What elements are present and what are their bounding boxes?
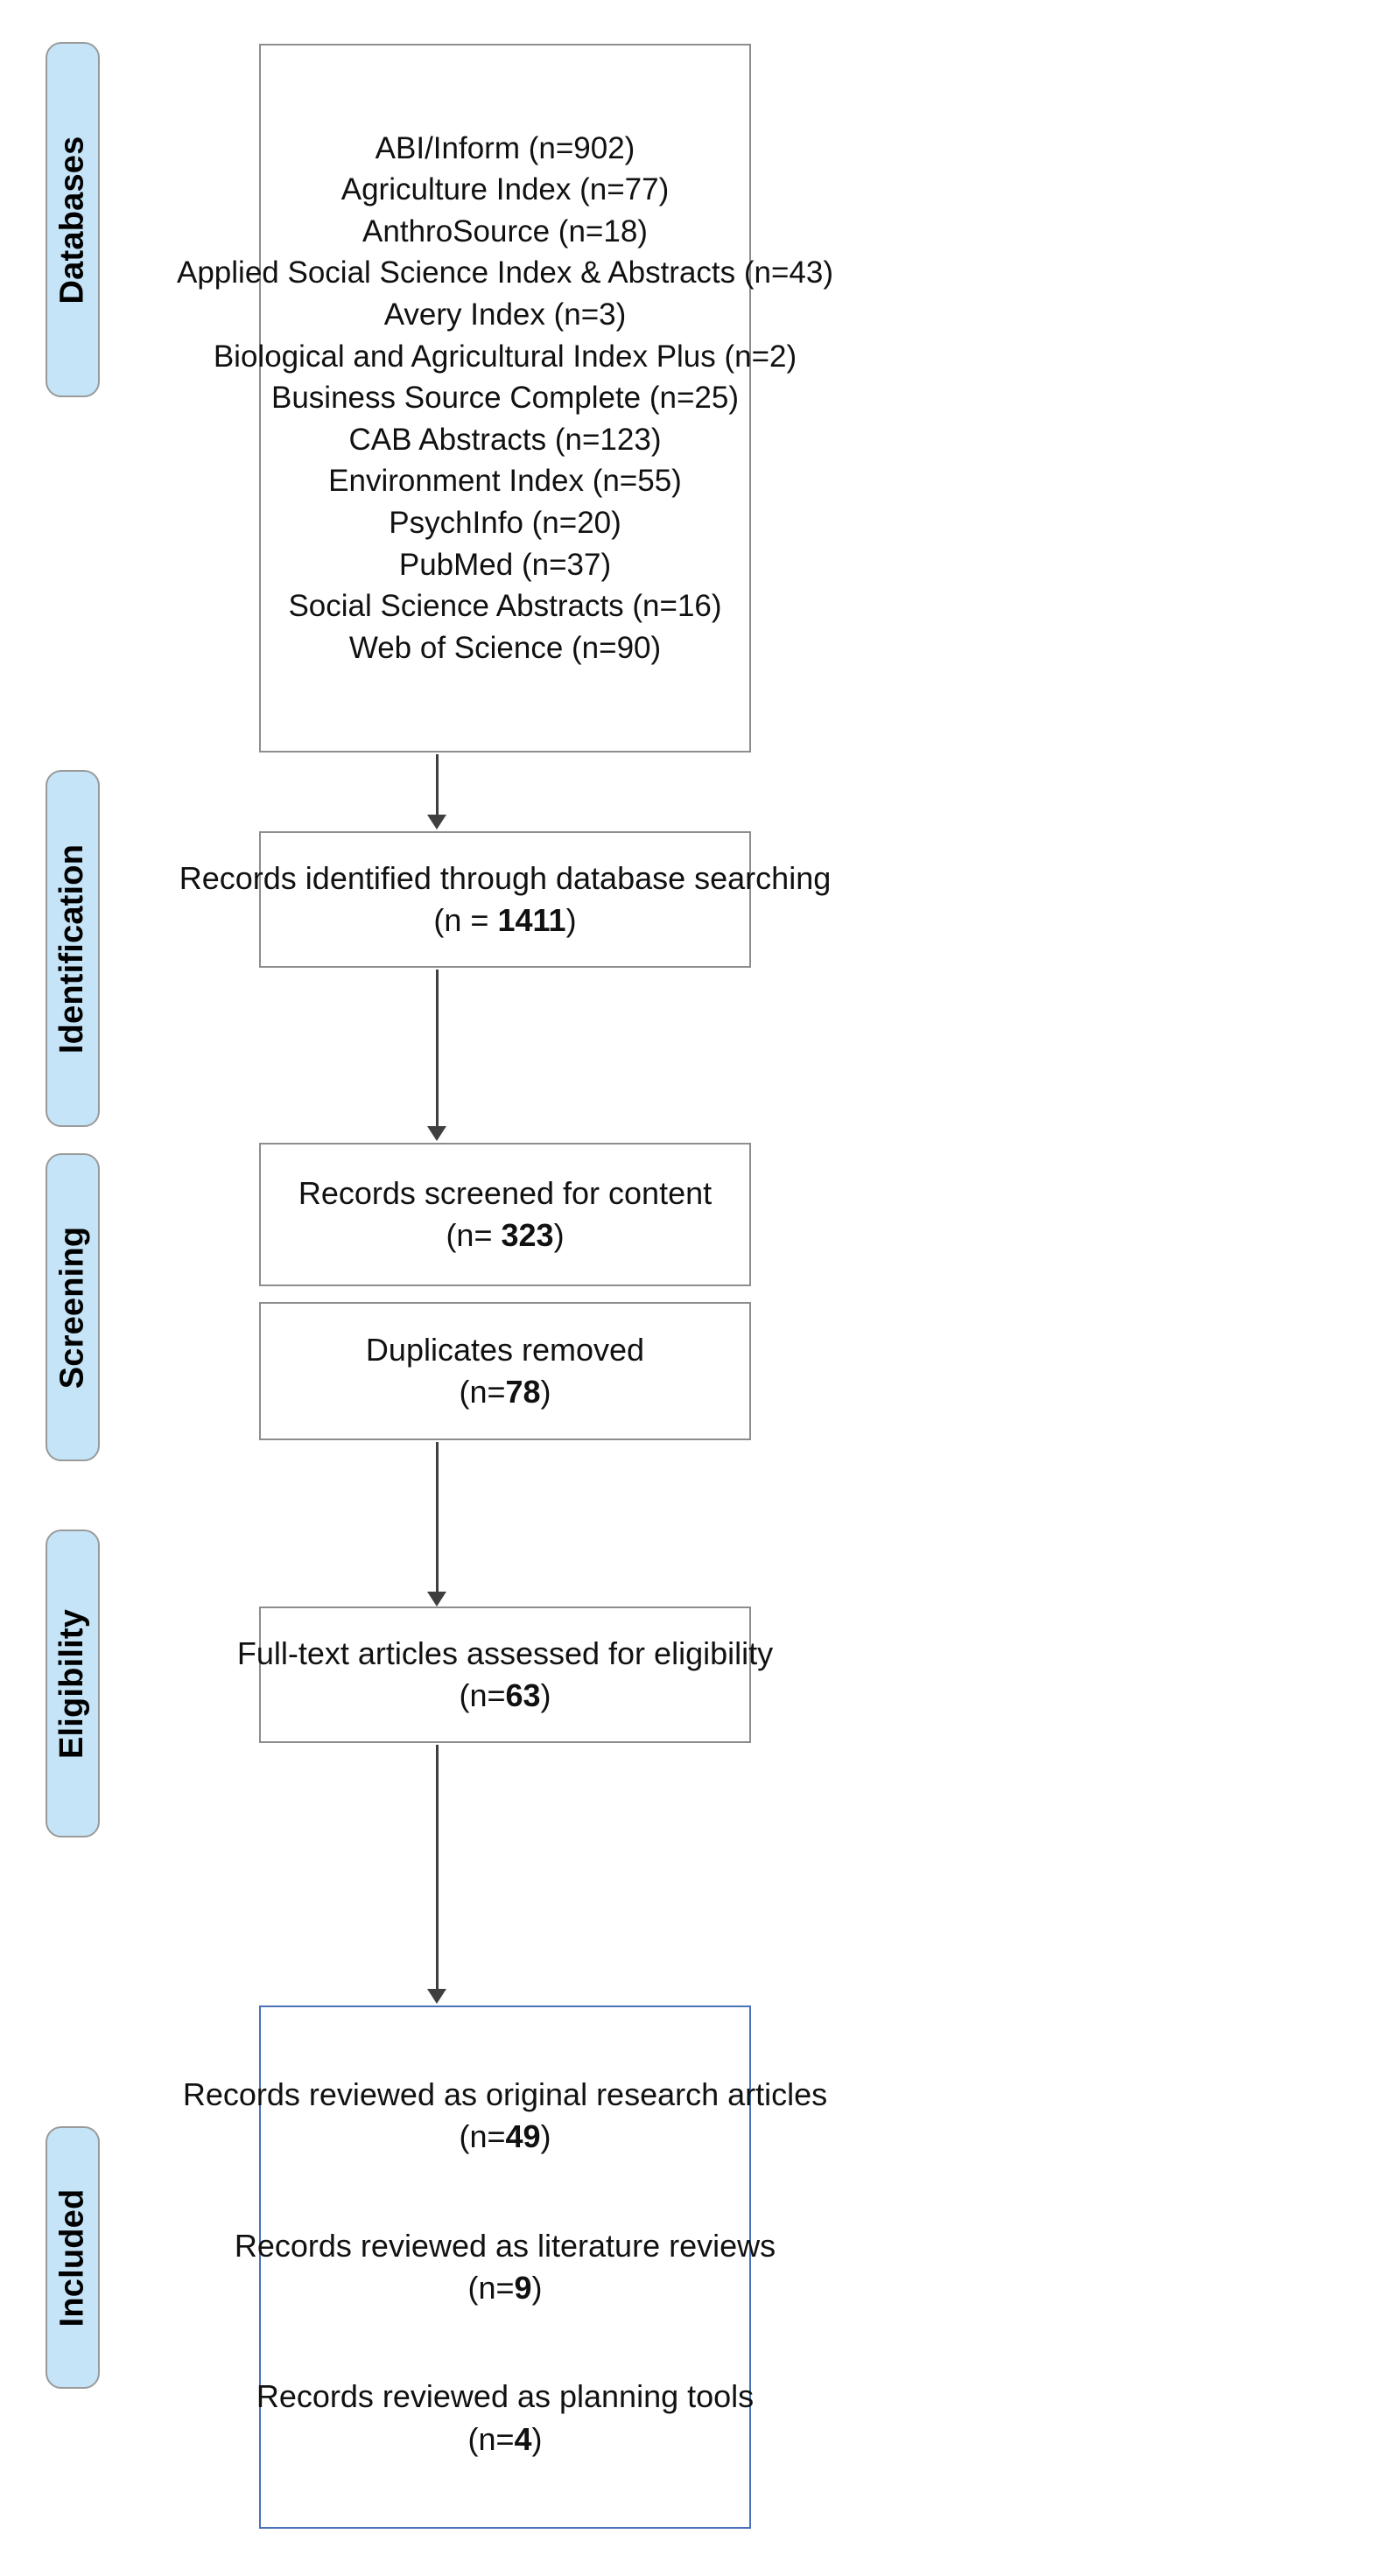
database-entry: PsychInfo (n=20): [389, 505, 621, 540]
database-entry: Business Source Complete (n=25): [270, 381, 740, 416]
database-entry: Social Science Abstracts (n=16): [288, 589, 722, 624]
count-prefix: (n=: [459, 1677, 506, 1713]
count-suffix: ): [565, 902, 577, 938]
count-suffix: ): [553, 1217, 565, 1253]
records-screened-box: Records screened for content (n= 323): [259, 1143, 751, 1286]
count-suffix: ): [531, 2269, 543, 2306]
arrow-eligibility-to-included: [426, 1745, 447, 2004]
fulltext-assessed-box: Full-text articles assessed for eligibil…: [237, 1606, 773, 1743]
included-planning-tools-label: Records reviewed as planning tools: [256, 2378, 755, 2415]
database-entry: CAB Abstracts (n=123): [348, 422, 662, 457]
stage-tab-included: Included: [46, 2126, 100, 2389]
records-screened-label: Records screened for content: [298, 1174, 713, 1211]
databases-box: ABI/Inform (n=902) Agriculture Index (n=…: [177, 44, 833, 752]
count-value: 1411: [497, 902, 566, 938]
fulltext-assessed-label: Full-text articles assessed for eligibil…: [236, 1634, 774, 1671]
count-suffix: ): [540, 1374, 551, 1410]
stage-tab-eligibility: Eligibility: [46, 1530, 100, 1838]
count-value: 49: [505, 2118, 541, 2155]
database-entry: ABI/Inform (n=902): [375, 130, 635, 165]
records-identified-count: (n = 1411): [433, 900, 576, 942]
database-entry: PubMed (n=37): [398, 547, 612, 582]
count-prefix: (n=: [446, 1217, 502, 1253]
included-literature-reviews-count: (n=9): [467, 2267, 542, 2309]
count-suffix: ): [531, 2420, 543, 2457]
count-suffix: ): [540, 1677, 551, 1713]
count-prefix: (n=: [459, 1374, 506, 1410]
fulltext-assessed-count: (n=63): [459, 1675, 551, 1717]
included-literature-reviews-label: Records reviewed as literature reviews: [234, 2227, 776, 2264]
count-prefix: (n=: [467, 2420, 515, 2457]
database-entry: AnthroSource (n=18): [362, 214, 648, 248]
records-identified-box: Records identified through database sear…: [179, 831, 831, 968]
database-entry: Environment Index (n=55): [328, 464, 682, 499]
included-group-planning-tools: Records reviewed as planning tools (n=4): [256, 2376, 754, 2460]
stage-tab-eligibility-label: Eligibility: [53, 1608, 91, 1759]
arrow-screening-to-eligibility: [426, 1442, 447, 1606]
stage-tab-identification: Identification: [46, 770, 100, 1127]
records-screened-count: (n= 323): [446, 1214, 564, 1256]
included-original-research-label: Records reviewed as original research ar…: [182, 2076, 828, 2113]
included-group-literature-reviews: Records reviewed as literature reviews (…: [235, 2225, 776, 2309]
records-identified-label: Records identified through database sear…: [179, 859, 832, 896]
stage-tab-screening-label: Screening: [53, 1226, 91, 1389]
included-group-original-research: Records reviewed as original research ar…: [183, 2074, 827, 2158]
stage-tab-databases: Databases: [46, 42, 100, 397]
database-entry: Avery Index (n=3): [383, 298, 627, 332]
database-entry: Agriculture Index (n=77): [340, 172, 670, 207]
count-prefix: (n =: [433, 902, 498, 938]
stage-tab-screening: Screening: [46, 1153, 100, 1461]
count-value: 63: [505, 1677, 541, 1713]
database-entry: Web of Science (n=90): [348, 630, 662, 665]
count-prefix: (n=: [459, 2118, 506, 2155]
database-entry: Biological and Agricultural Index Plus (…: [213, 339, 797, 374]
duplicates-removed-count: (n=78): [459, 1371, 551, 1413]
duplicates-removed-box: Duplicates removed (n=78): [259, 1302, 751, 1440]
count-prefix: (n=: [467, 2269, 515, 2306]
included-planning-tools-count: (n=4): [467, 2418, 542, 2460]
stage-tab-included-label: Included: [53, 2188, 91, 2327]
duplicates-removed-label: Duplicates removed: [365, 1331, 645, 1368]
arrow-identification-to-screened: [426, 970, 447, 1141]
included-records-box: Records reviewed as original research ar…: [183, 2006, 827, 2529]
included-original-research-count: (n=49): [459, 2116, 551, 2158]
count-suffix: ): [540, 2118, 551, 2155]
stage-tab-databases-label: Databases: [53, 136, 91, 304]
stage-tab-identification-label: Identification: [53, 844, 91, 1054]
arrow-databases-to-identification: [426, 754, 447, 830]
database-entry: Applied Social Science Index & Abstracts…: [177, 256, 834, 290]
count-value: 9: [514, 2269, 532, 2306]
count-value: 323: [501, 1217, 554, 1253]
count-value: 4: [514, 2420, 532, 2457]
count-value: 78: [505, 1374, 541, 1410]
